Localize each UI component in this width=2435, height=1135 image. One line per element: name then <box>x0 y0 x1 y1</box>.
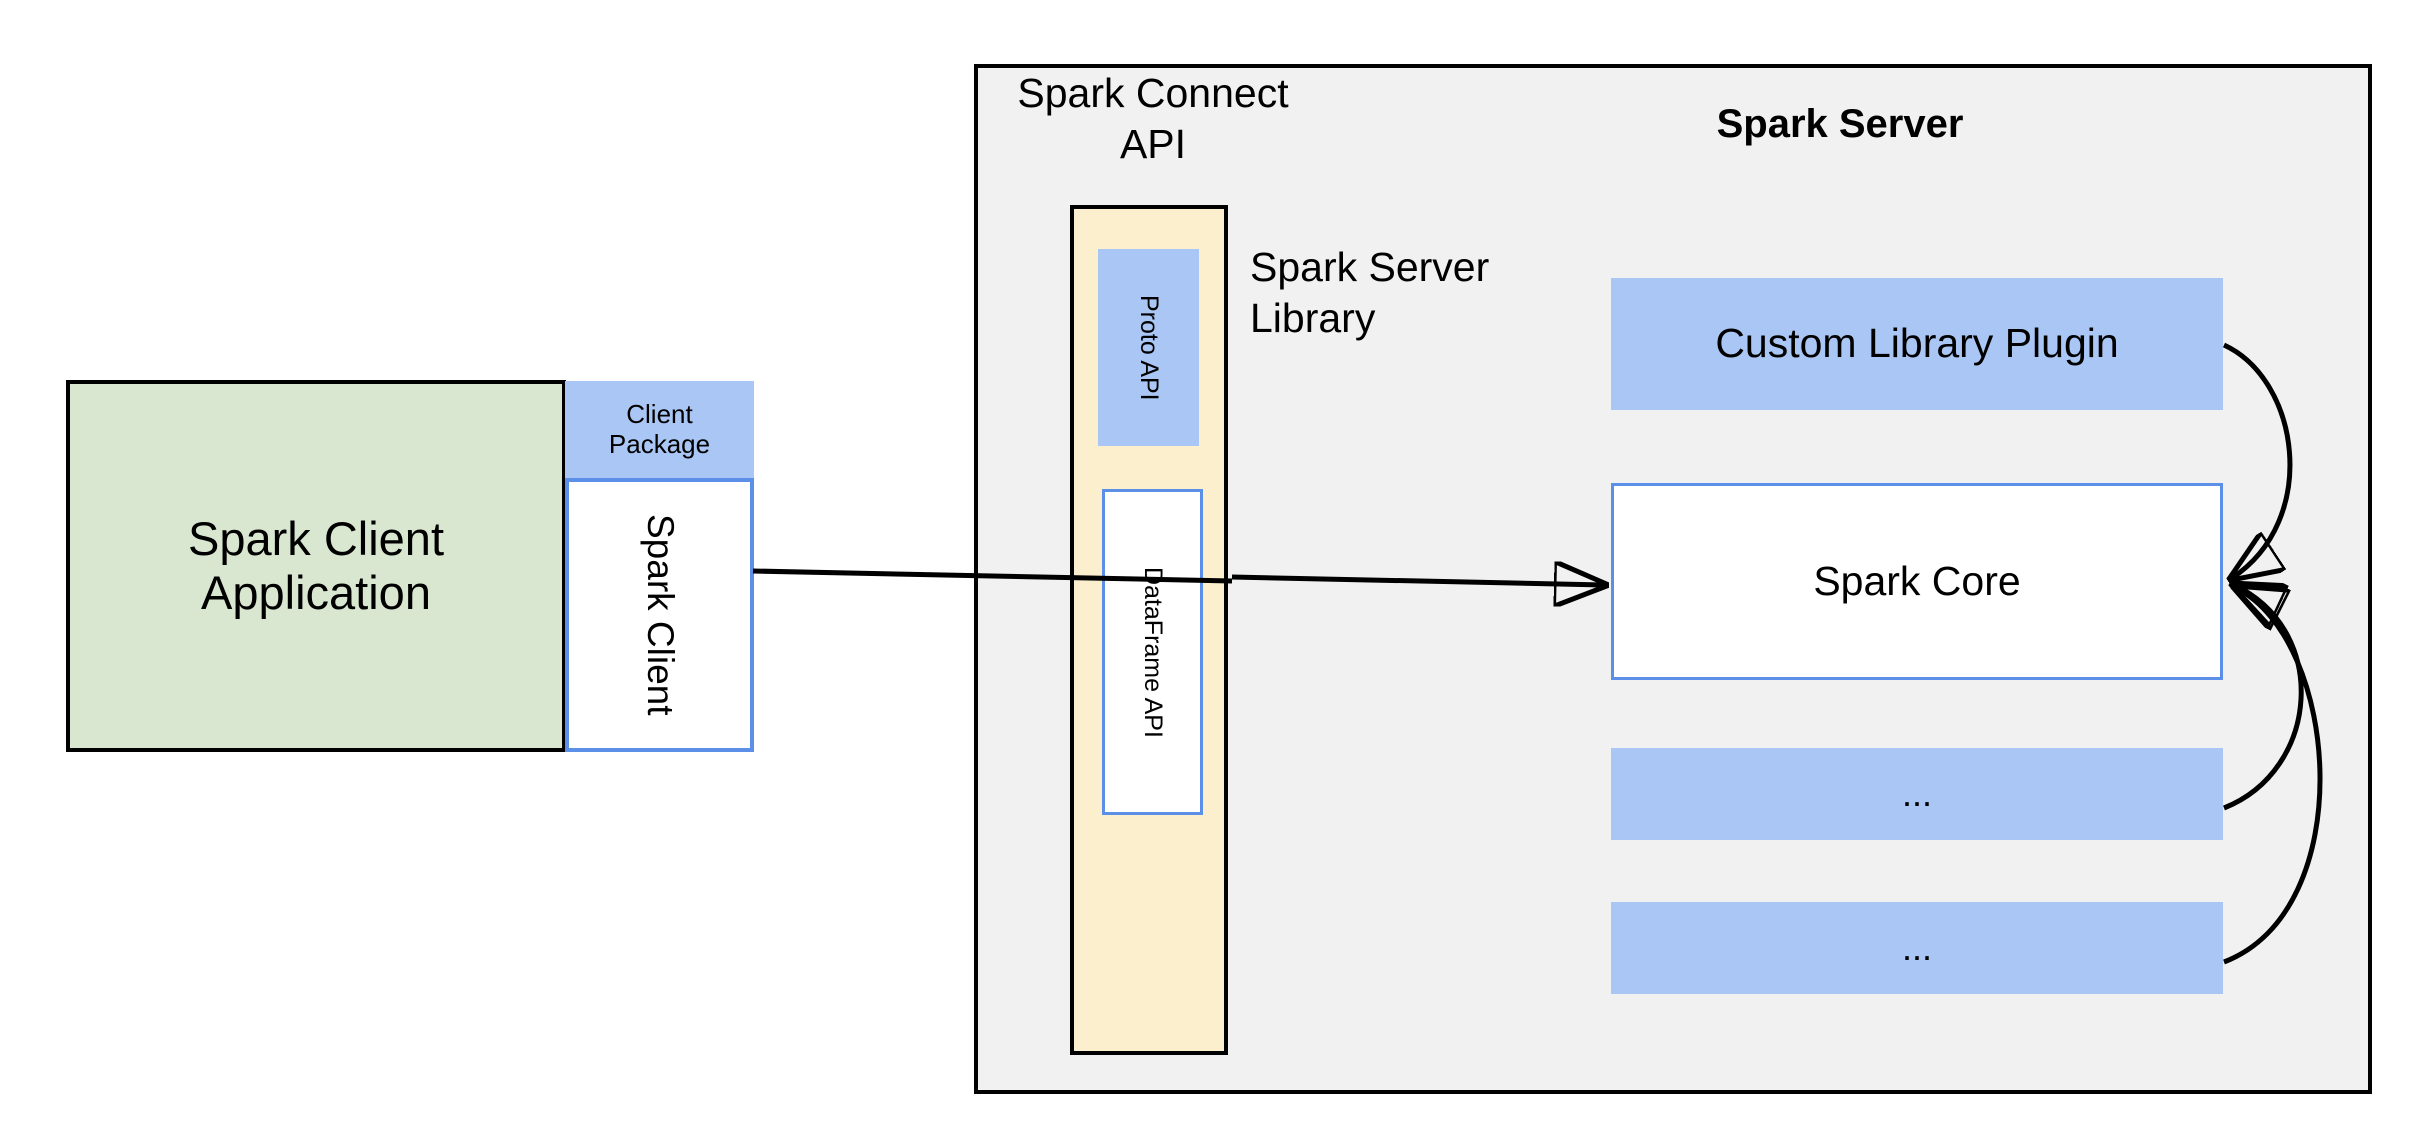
client-package-box: Client Package <box>565 381 754 478</box>
spark-core-label: Spark Core <box>1813 557 2021 604</box>
spark-server-title: Spark Server <box>1716 102 1964 146</box>
spark-client-application-box: Spark Client Application <box>66 380 566 752</box>
custom-library-plugin-box: Custom Library Plugin <box>1611 278 2223 410</box>
ellipsis-component-1-label: ... <box>1901 773 1932 815</box>
spark-core-box: Spark Core <box>1611 483 2223 680</box>
ellipsis-component-2-label: ... <box>1901 927 1932 969</box>
spark-client-label: Spark Client <box>639 514 681 716</box>
proto-api-box: Proto API <box>1098 249 1199 446</box>
dataframe-api-label: DataFrame API <box>1138 566 1167 738</box>
ellipsis-component-2-box: ... <box>1611 902 2223 994</box>
ellipsis-component-1-box: ... <box>1611 748 2223 840</box>
spark-server-library-label: Spark Server Library <box>1250 244 1490 342</box>
spark-connect-api-label: Spark Connect API <box>1017 70 1289 168</box>
client-package-label: Client Package <box>608 398 711 459</box>
spark-client-application-label: Spark Client Application <box>188 511 444 619</box>
dataframe-api-box: DataFrame API <box>1102 489 1203 815</box>
proto-api-label: Proto API <box>1134 294 1163 401</box>
custom-library-plugin-label: Custom Library Plugin <box>1715 320 2119 367</box>
spark-client-box: Spark Client <box>565 478 754 752</box>
